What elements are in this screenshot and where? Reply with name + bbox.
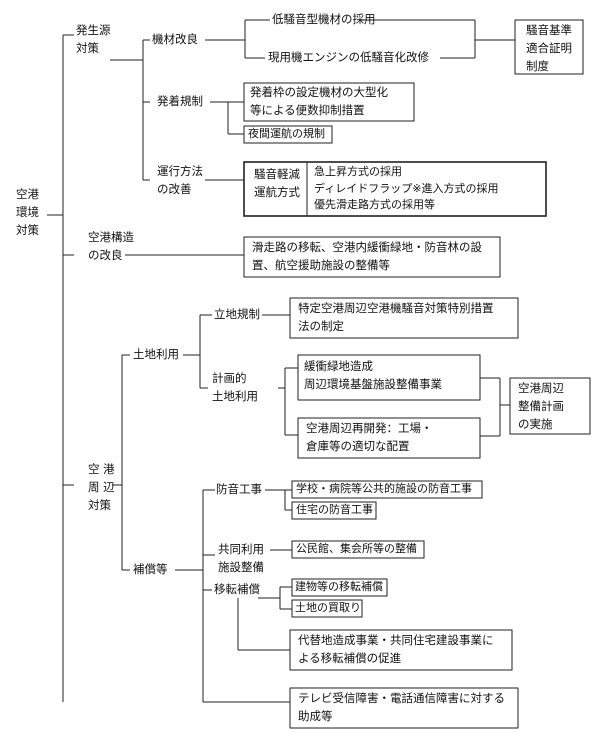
relocation-compensation-label: 移転補償: [214, 582, 260, 596]
root-node: 空港 環境 対策: [16, 187, 39, 237]
community-hall-box: 公民館、集会所等の整備: [296, 542, 417, 555]
special-measures-law-box: 特定空港周辺空港機騒音対策特別措置 法の制定: [298, 301, 494, 333]
school-hospital-soundproof-box: 学校・病院等公共的施設の防音工事: [296, 482, 472, 495]
replacement-land-box: 代替地造成事業・共同住宅建設事業に よる移転補償の促進: [298, 633, 494, 665]
land-purchase-box: 土地の買取り: [295, 601, 361, 614]
structure-measures-box: 滑走路の移転、空港内緩衝緑地・防音林の設 置、航空援助施設の整備等: [252, 240, 482, 272]
operation-improvement-node: 運行方法 の改善: [157, 164, 203, 196]
tv-interference-box: テレビ受信障害・電話通信障害に対する 助成等: [298, 691, 505, 723]
equipment-item-low-noise: 低騒音型機材の採用: [272, 12, 376, 26]
surroundings-measures-node: 空 港 周 辺 対策: [88, 462, 115, 512]
shared-facilities-node: 共同利用 施設整備: [218, 542, 264, 574]
soundproofing-label: 防音工事: [216, 482, 262, 496]
source-measures-node: 発生源 対策: [76, 23, 111, 55]
certification-box: 騒音基準 適合証明 制度: [526, 23, 572, 73]
zoning-regulation-label: 立地規制: [214, 307, 260, 321]
redevelopment-box: 空港周辺再開発：工場・ 倉庫等の適切な配置: [306, 421, 433, 453]
noise-abatement-procedures: 騒音軽減 運航方式: [254, 167, 300, 199]
buffer-green-box: 緩衝緑地造成 周辺環境基盤施設整備事業: [304, 359, 442, 391]
arrival-slot-box: 発着枠の設定機材の大型化 等による便数抑制措置: [250, 85, 388, 117]
building-relocation-box: 建物等の移転補償: [295, 580, 383, 593]
night-flight-box: 夜間運航の規制: [248, 127, 325, 140]
planned-land-use-node: 計画的 土地利用: [212, 371, 258, 403]
structure-improvement-node: 空港構造 の改良: [88, 230, 134, 262]
equipment-item-engine-retrofit: 現用機エンジンの低騒音化改修: [268, 50, 429, 64]
housing-soundproof-box: 住宅の防音工事: [296, 503, 373, 516]
equipment-improvement-label: 機材改良: [152, 32, 198, 46]
operation-methods-list: 急上昇方式の採用 ディレイドフラップ※進入方式の採用 優先滑走路方式の採用等: [314, 165, 499, 211]
arrival-regulation-label: 発着規制: [157, 94, 203, 108]
development-plan-box: 空港周辺 整備計画 の実施: [518, 381, 564, 431]
compensation-label: 補償等: [133, 562, 168, 576]
land-use-label: 土地利用: [133, 347, 179, 361]
